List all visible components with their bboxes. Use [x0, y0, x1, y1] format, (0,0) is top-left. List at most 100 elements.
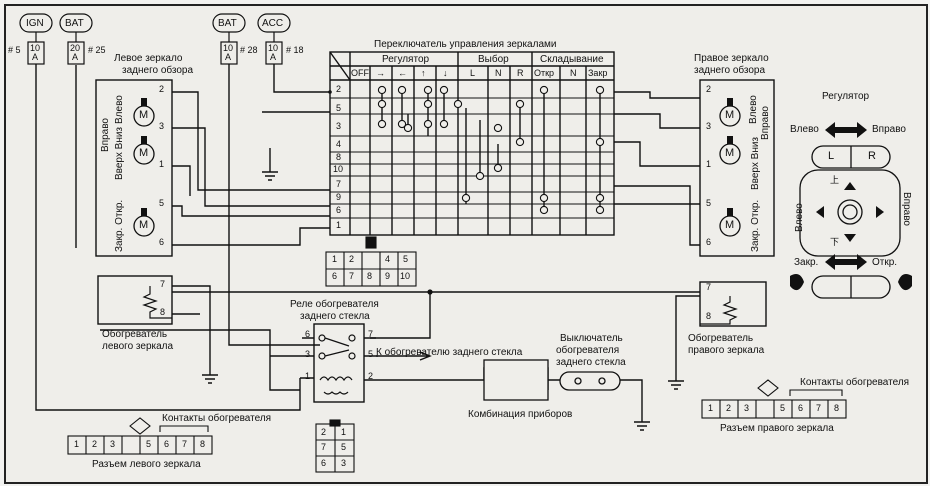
relay-pin-7: 7: [368, 329, 374, 339]
ign-label: IGN: [26, 18, 44, 29]
relay-pin-5: 5: [368, 349, 374, 359]
left-conn-cell-7: 7: [182, 439, 188, 449]
switch-row-2: 2: [336, 84, 342, 94]
sw-conn-5: 5: [403, 254, 409, 264]
switch-title: Переключатель управления зеркалами: [374, 39, 557, 50]
left-connector-caption: Разъем левого зеркала: [92, 459, 201, 470]
fuse-b-unit: A: [72, 52, 79, 62]
switch-row-3: 3: [336, 121, 342, 131]
rear-switch-label-1: Выключатель: [560, 333, 623, 344]
regulator-l-button: L: [828, 150, 835, 162]
switch-row-7: 7: [336, 179, 342, 189]
right-motor-2-label: M: [725, 147, 735, 159]
regulator-side-right-label: Вправо: [901, 192, 912, 226]
rear-switch-label-3: заднего стекла: [556, 357, 626, 368]
switch-row-4: 4: [336, 139, 342, 149]
left-conn-cell-2: 2: [92, 439, 98, 449]
relay-pin-3: 3: [305, 349, 311, 359]
fuse-c-unit: A: [225, 52, 232, 62]
relay-pin-2: 2: [368, 371, 374, 381]
switch-col-close: Закр: [588, 68, 608, 78]
acc-label: ACC: [262, 18, 284, 29]
instrument-cluster-label: Комбинация приборов: [468, 409, 573, 420]
regulator-right-label: Вправо: [872, 124, 906, 135]
right-mirror-pin-6: 6: [706, 237, 712, 247]
right-conn-cell-1: 1: [708, 403, 714, 413]
regulator-close-label: Закр.: [794, 257, 819, 268]
fuse-a-unit: A: [32, 52, 39, 62]
sw-conn-2: 2: [349, 254, 355, 264]
fuse-d-number: # 18: [286, 45, 304, 55]
left-motor-2-label: M: [139, 147, 149, 159]
sw-conn-4: 4: [385, 254, 391, 264]
right-mirror-right-label: Вправо: [760, 106, 771, 140]
fuse-b-number: # 25: [88, 45, 106, 55]
fuse-a-number: # 5: [8, 45, 21, 55]
switch-row-10: 10: [333, 164, 344, 174]
left-motor-3-label: M: [139, 219, 149, 231]
relay-pin-1: 1: [305, 371, 311, 381]
relay-conn-1: 1: [341, 427, 347, 437]
left-mirror-title-2: заднего обзора: [122, 65, 194, 76]
left-conn-cell-8: 8: [200, 439, 206, 449]
sw-conn-10: 10: [400, 271, 411, 281]
sw-conn-8: 8: [367, 271, 373, 281]
switch-col-off: OFF: [351, 68, 369, 78]
relay-title-2: заднего стекла: [300, 311, 370, 322]
right-mirror-pin-1: 1: [706, 159, 712, 169]
left-mirror-updown-label: Вверх Вниз: [114, 126, 125, 180]
left-mirror-pin-5: 5: [159, 198, 165, 208]
switch-col-fold-n: N: [570, 68, 577, 78]
regulator-title: Регулятор: [822, 91, 870, 102]
switch-col-left: ←: [398, 68, 407, 78]
switch-col-down: ↓: [443, 68, 448, 78]
rear-switch-label-2: обогревателя: [556, 345, 620, 356]
left-motor-1-label: M: [139, 109, 149, 121]
right-heater-label-1: Обогреватель: [688, 333, 754, 344]
relay-conn-6: 6: [321, 458, 327, 468]
bat-label-1: BAT: [65, 18, 84, 29]
fuse-d-rating: 10: [268, 43, 279, 53]
relay-conn-7: 7: [321, 442, 327, 452]
relay-conn-5: 5: [341, 442, 347, 452]
left-mirror-pin-6: 6: [159, 237, 165, 247]
right-mirror-pin-3: 3: [706, 121, 712, 131]
fuse-c-rating: 10: [223, 43, 234, 53]
regulator-side-left-label: Влево: [794, 203, 805, 232]
left-conn-cell-1: 1: [74, 439, 80, 449]
right-conn-cell-7: 7: [816, 403, 822, 413]
right-mirror-closeopen-label: Закр. Откр.: [750, 199, 761, 252]
right-mirror-title-2: заднего обзора: [694, 65, 766, 76]
regulator-down-label: 下: [830, 237, 840, 247]
switch-row-9: 9: [336, 192, 342, 202]
left-mirror-right-label: Вправо: [100, 118, 111, 152]
regulator-up-label: 上: [830, 175, 840, 185]
fuse-a-rating: 10: [30, 43, 41, 53]
left-connector-contacts-label: Контакты обогревателя: [162, 413, 272, 424]
right-motor-1-label: M: [725, 109, 735, 121]
switch-group-regulator: Регулятор: [382, 54, 430, 65]
to-rear-heater-label: К обогревателю заднего стекла: [376, 347, 523, 358]
right-mirror-pin-5: 5: [706, 198, 712, 208]
switch-row-5: 5: [336, 103, 342, 113]
switch-col-up: ↑: [421, 68, 426, 78]
relay-title-1: Реле обогревателя: [290, 299, 379, 310]
fuse-b-rating: 20: [70, 43, 81, 53]
right-motor-3-label: M: [725, 219, 735, 231]
switch-row-8: 8: [336, 152, 342, 162]
switch-row-6: 6: [336, 205, 342, 215]
right-mirror-left-label: Влево: [748, 95, 759, 124]
fuse-d-unit: A: [270, 52, 277, 62]
left-heater-label-1: Обогреватель: [102, 329, 168, 340]
relay-conn-3: 3: [341, 458, 347, 468]
switch-group-select: Выбор: [478, 54, 509, 65]
left-mirror-closeopen-label: Закр. Откр.: [114, 199, 125, 252]
left-mirror-title-1: Левое зеркало: [114, 53, 183, 64]
right-conn-cell-8: 8: [834, 403, 840, 413]
left-heater-label-2: левого зеркала: [102, 341, 174, 352]
left-heater-pin-7: 7: [160, 279, 166, 289]
left-conn-cell-3: 3: [110, 439, 116, 449]
right-connector-contacts-label: Контакты обогревателя: [800, 377, 910, 388]
relay-conn-2: 2: [321, 427, 327, 437]
